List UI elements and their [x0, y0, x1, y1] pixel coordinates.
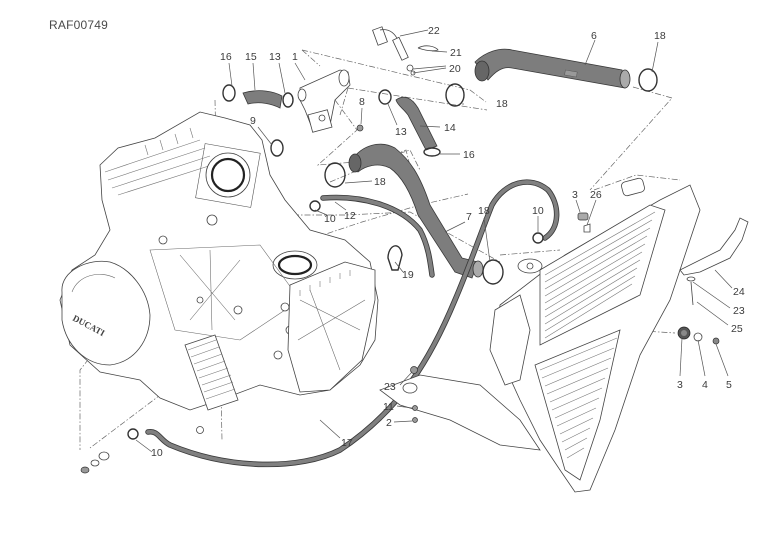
callout-10: 10 — [324, 213, 336, 225]
callout-3b: 3 — [677, 379, 683, 391]
callout-13b: 13 — [395, 126, 407, 138]
callout-18d: 18 — [478, 205, 490, 217]
thermostat-housing — [297, 69, 351, 133]
callout-11: 11 — [383, 401, 394, 413]
callout-20: 20 — [449, 63, 461, 75]
callout-7: 7 — [466, 211, 472, 223]
callout-19: 19 — [402, 269, 414, 281]
callout-14: 14 — [444, 122, 456, 134]
callout-8: 8 — [359, 96, 365, 108]
engine-block: DUCATI — [59, 111, 379, 434]
radiator — [379, 177, 701, 493]
callout-24: 24 — [733, 286, 745, 298]
hose-14 — [395, 96, 438, 151]
callout-4: 4 — [702, 379, 708, 391]
callout-21: 21 — [450, 47, 462, 59]
leader-lines — [135, 29, 733, 453]
callout-26: 26 — [590, 189, 602, 201]
reference-code: RAF00749 — [49, 18, 108, 32]
callout-12: 12 — [344, 210, 356, 222]
callout-23b: 23 — [384, 381, 396, 393]
callout-18c: 18 — [374, 176, 386, 188]
radiator-bracket — [679, 217, 749, 276]
thin-hoses — [145, 179, 560, 468]
callout-25: 25 — [731, 323, 743, 335]
callout-18b: 18 — [496, 98, 508, 110]
callout-17: 17 — [341, 437, 353, 449]
temperature-sensor — [372, 26, 439, 76]
callout-22: 22 — [428, 25, 440, 37]
callout-6: 6 — [591, 30, 597, 42]
callout-10c: 10 — [151, 447, 163, 459]
callout-23: 23 — [733, 305, 745, 317]
callout-18: 18 — [654, 30, 666, 42]
hose-clamps — [127, 68, 658, 440]
callout-2: 2 — [386, 417, 392, 429]
callout-3: 3 — [572, 189, 578, 201]
callout-10b: 10 — [532, 205, 544, 217]
small-parts — [80, 124, 720, 474]
callout-16b: 16 — [463, 149, 475, 161]
callout-16: 16 — [220, 51, 232, 63]
callout-15: 15 — [245, 51, 257, 63]
callout-1: 1 — [292, 51, 298, 63]
lower-radiator-hose — [351, 143, 479, 279]
callout-5: 5 — [726, 379, 732, 391]
hoses — [242, 48, 631, 279]
oil-cooler — [184, 334, 239, 411]
short-hose-15 — [242, 90, 283, 109]
callout-13: 13 — [269, 51, 281, 63]
callout-labels: 22 21 20 6 18 16 15 13 1 8 13 14 18 16 9… — [151, 25, 745, 459]
callout-9: 9 — [250, 115, 256, 127]
upper-radiator-hose — [474, 48, 626, 89]
